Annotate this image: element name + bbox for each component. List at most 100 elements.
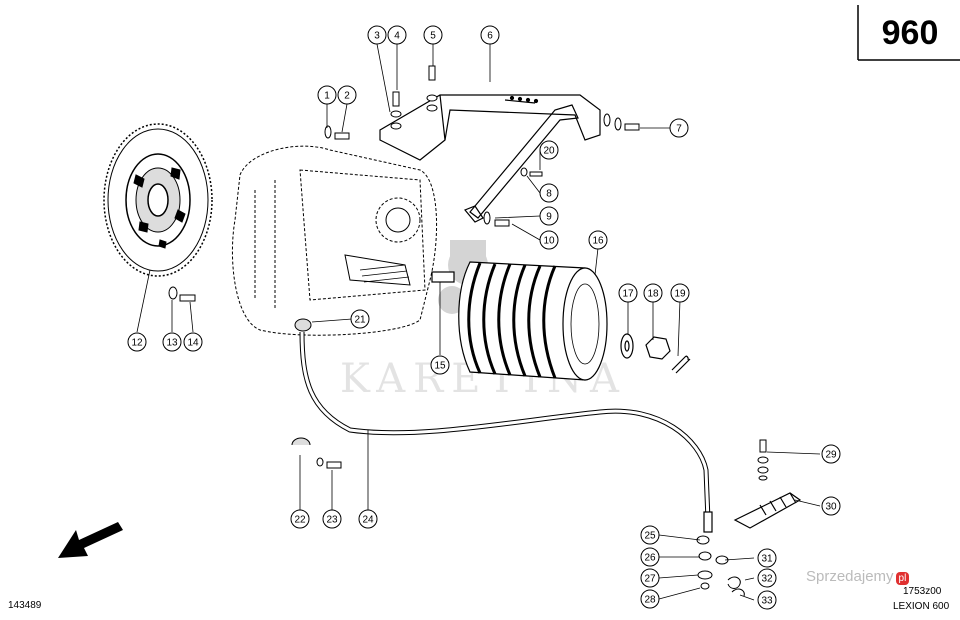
callout-12: 12 [127,332,147,352]
callout-10: 10 [539,230,559,250]
callout-19: 19 [670,283,690,303]
callout-circle [669,118,689,138]
callout-circle [588,230,608,250]
hinge-bracket [733,492,802,529]
callout-number: 32 [761,574,773,585]
callout-circle [757,548,777,568]
callout-16: 16 [588,230,608,250]
mounting-bracket [379,94,601,223]
clutch-disc [103,123,213,277]
callout-circle [539,183,559,203]
callout-30: 30 [821,496,841,516]
callout-3: 3 [367,25,387,45]
callout-circle [317,85,337,105]
callout-circle [367,25,387,45]
gearbox-housing [231,145,438,336]
callout-circle [539,140,559,160]
callout-number: 30 [825,502,837,513]
callout-number: 21 [354,315,366,326]
callout-number: 28 [644,595,656,606]
callout-31: 31 [757,548,777,568]
callout-number: 13 [166,338,178,349]
callout-circle [643,283,663,303]
callout-circle [757,568,777,588]
callout-17: 17 [618,283,638,303]
callout-2: 2 [337,85,357,105]
callout-circle [387,25,407,45]
callout-circle [670,283,690,303]
callout-32: 32 [757,568,777,588]
callout-circle [423,25,443,45]
callout-26: 26 [640,547,660,567]
callout-20: 20 [539,140,559,160]
callout-number: 12 [131,338,143,349]
page-number-box: 960 [857,5,960,61]
callout-circle [337,85,357,105]
callout-number: 9 [546,212,552,223]
callout-8: 8 [539,183,559,203]
callout-circle [640,568,660,588]
callout-circle [162,332,182,352]
callout-number: 31 [761,554,773,565]
callout-number: 29 [825,450,837,461]
callout-circle [183,332,203,352]
callout-number: 24 [362,515,374,526]
callout-number: 26 [644,553,656,564]
callout-number: 22 [294,515,306,526]
callout-5: 5 [423,25,443,45]
callout-1: 1 [317,85,337,105]
callout-13: 13 [162,332,182,352]
callout-circle [358,509,378,529]
callout-number: 10 [543,236,555,247]
callout-circle [821,496,841,516]
callout-circle [757,590,777,610]
direction-arrow-icon [58,522,123,558]
callout-circle [127,332,147,352]
callout-number: 15 [434,361,446,372]
callout-circle [539,230,559,250]
callout-23: 23 [322,509,342,529]
callout-circle [290,509,310,529]
callout-circle [350,309,370,329]
callout-circle [821,444,841,464]
site-watermark-badge: pl [895,572,910,585]
sheet-id: 143489 [8,600,42,611]
callout-7: 7 [669,118,689,138]
callout-14: 14 [183,332,203,352]
callout-number: 17 [622,289,634,300]
callout-circle [640,589,660,609]
callout-circle [430,355,450,375]
callout-circle [640,525,660,545]
callout-22: 22 [290,509,310,529]
callout-number: 18 [647,289,659,300]
fasteners [168,65,769,597]
leader-lines [136,43,821,601]
callout-number: 14 [187,338,199,349]
callout-number: 23 [326,515,338,526]
callout-number: 3 [374,31,380,42]
callout-number: 2 [344,91,350,102]
callout-number: 20 [543,146,555,157]
callout-25: 25 [640,525,660,545]
callout-27: 27 [640,568,660,588]
callout-29: 29 [821,444,841,464]
callout-6: 6 [480,25,500,45]
callout-circle [480,25,500,45]
drawing-ref: 1753z00 [903,586,942,597]
callout-28: 28 [640,589,660,609]
callout-number: 27 [644,574,656,585]
callout-24: 24 [358,509,378,529]
callout-9: 9 [539,206,559,226]
hydraulic-hose [299,331,713,533]
callout-number: 33 [761,596,773,607]
site-watermark-text: Sprzedajemy [806,568,894,585]
callout-circle [539,206,559,226]
callout-number: 16 [592,236,604,247]
rubber-bellows [431,261,608,381]
callout-circle [640,547,660,567]
callout-number: 6 [487,31,493,42]
callout-circle [322,509,342,529]
